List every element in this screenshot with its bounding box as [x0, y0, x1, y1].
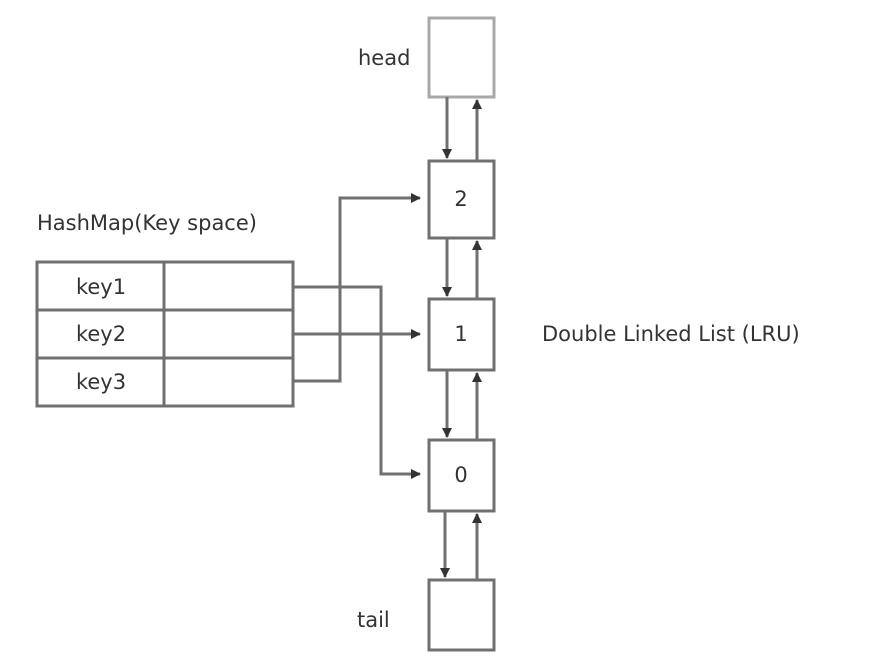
hashmap-key-2: key2	[76, 322, 126, 346]
node-0	[427, 438, 496, 513]
node-0-label: 0	[454, 463, 467, 487]
node-2	[427, 159, 496, 240]
hashmap-table: key1 key2 key3	[35, 260, 295, 408]
node-1	[427, 297, 496, 372]
tail-label: tail	[357, 608, 390, 632]
hashmap-key-3: key3	[76, 370, 126, 394]
head-node	[427, 16, 496, 99]
key1-to-node-0-arrow	[293, 285, 421, 479]
tail-node	[427, 578, 496, 652]
hashmap-title: HashMap(Key space)	[37, 211, 257, 235]
node-2-label: 2	[454, 187, 467, 211]
key3-to-node-2-arrow	[293, 193, 421, 383]
linked-list-title: Double Linked List (LRU)	[542, 322, 800, 346]
node-1-label: 1	[454, 322, 467, 346]
linked-list: 2 1 0	[427, 16, 496, 652]
head-label: head	[358, 46, 410, 70]
hashmap-key-1: key1	[76, 275, 126, 299]
